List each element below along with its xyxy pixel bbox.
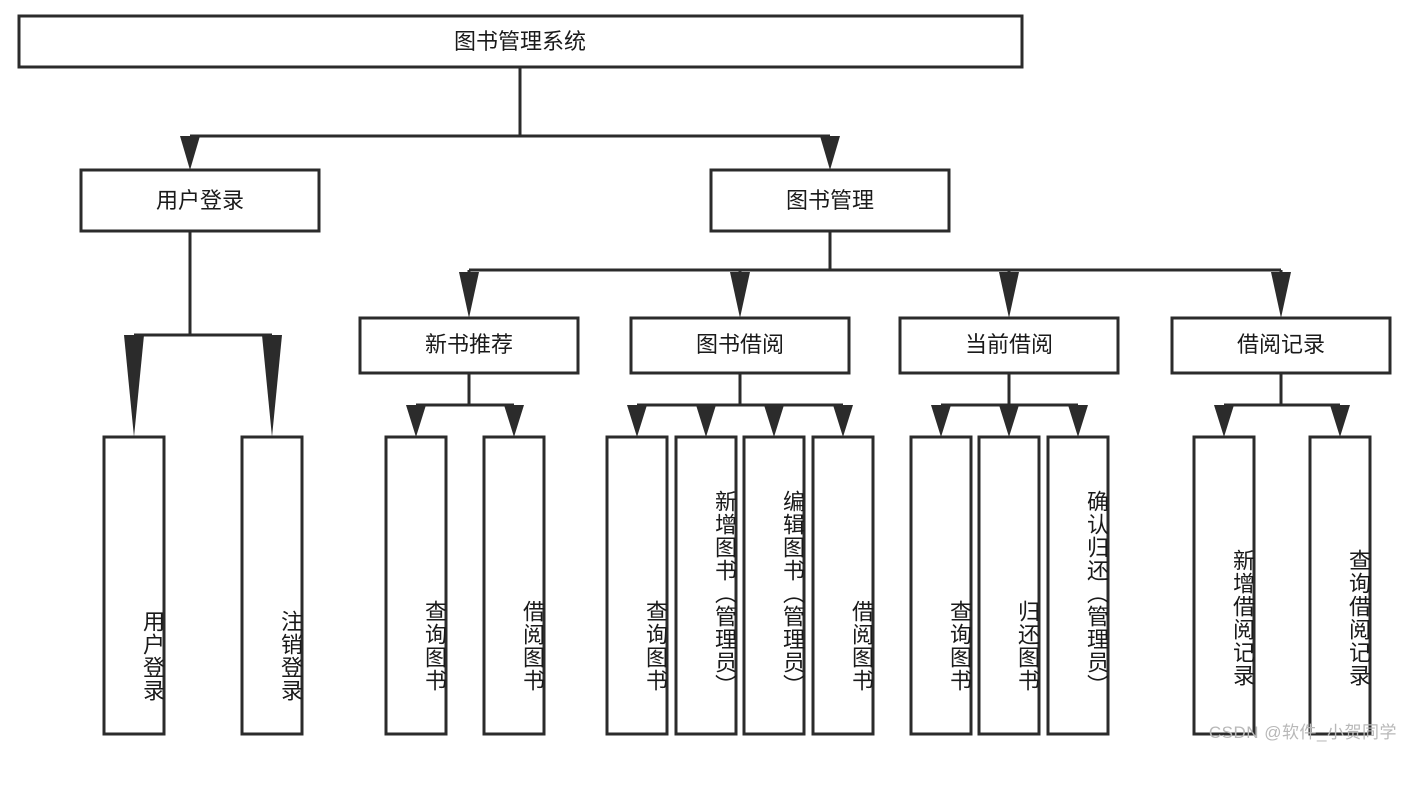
leaf-box-5[interactable]	[605, 435, 669, 736]
arrow-head-leaf-8	[833, 405, 853, 437]
node-root[interactable]: 图书管理系统	[17, 14, 1024, 69]
leaf-box-3[interactable]	[384, 435, 448, 736]
node-borrow-record-label: 借阅记录	[1237, 332, 1325, 357]
leaf-box-7[interactable]	[742, 435, 806, 736]
arrow-head-leaf-10	[999, 405, 1019, 437]
arrow-head-level3-3	[999, 272, 1019, 318]
node-new-book-recommend[interactable]: 新书推荐	[358, 316, 580, 375]
leaf-box-12[interactable]	[1192, 435, 1256, 736]
node-root-label: 图书管理系统	[454, 29, 586, 54]
connector-group-current	[931, 373, 1088, 437]
leaf-box-11[interactable]	[1046, 435, 1110, 736]
node-book-management[interactable]: 图书管理	[709, 168, 951, 233]
arrow-head-leaf-5	[627, 405, 647, 437]
tree-canvas: 图书管理系统 用户登录 图书管理 新书推荐 图书借阅 当前借阅 借阅记录	[17, 14, 1392, 736]
node-new-book-recommend-box[interactable]	[358, 316, 580, 375]
leaf-box-9[interactable]	[909, 435, 973, 736]
leaf-box-13[interactable]	[1308, 435, 1372, 736]
node-borrow-record-box[interactable]	[1170, 316, 1392, 375]
connector-group-newbook	[406, 373, 524, 437]
node-user-login[interactable]: 用户登录	[79, 168, 321, 233]
node-current-borrow[interactable]: 当前借阅	[898, 316, 1120, 375]
node-new-book-recommend-label: 新书推荐	[425, 332, 513, 357]
connector-group-root	[180, 67, 840, 170]
arrow-head-bookmgmt	[820, 136, 840, 170]
node-root-box[interactable]	[17, 14, 1024, 69]
node-book-borrow[interactable]: 图书借阅	[629, 316, 851, 375]
leaf-box-6[interactable]	[674, 435, 738, 736]
arrow-head-leaf-9	[931, 405, 951, 437]
leaf-box-10[interactable]	[977, 435, 1041, 736]
node-book-management-box[interactable]	[709, 168, 951, 233]
node-book-borrow-label: 图书借阅	[696, 332, 784, 357]
node-current-borrow-box[interactable]	[898, 316, 1120, 375]
leaf-box-1[interactable]	[102, 435, 166, 736]
connector-group-userlogin	[124, 231, 282, 437]
connector-group-borrow	[627, 373, 853, 437]
arrow-head-userlogin	[180, 136, 200, 170]
leaf-box-4[interactable]	[482, 435, 546, 736]
node-current-borrow-label: 当前借阅	[965, 332, 1053, 357]
arrow-head-leaf-13	[1330, 405, 1350, 437]
node-book-borrow-box[interactable]	[629, 316, 851, 375]
node-book-management-label: 图书管理	[786, 188, 874, 213]
arrow-head-leaf-7	[764, 405, 784, 437]
arrow-head-level3-4	[1271, 272, 1291, 318]
arrow-head-level3-2	[730, 272, 750, 318]
arrow-head-leaf-3	[406, 405, 426, 437]
arrow-head-leaf-12	[1214, 405, 1234, 437]
leaf-box-8[interactable]	[811, 435, 875, 736]
connector-group-bookmgmt	[459, 231, 1291, 318]
arrow-head-leaf-4	[504, 405, 524, 437]
node-user-login-label: 用户登录	[156, 188, 244, 213]
leaf-box-2[interactable]	[240, 435, 304, 736]
flowchart-diagram: 图书管理系统 用户登录 图书管理 新书推荐 图书借阅 当前借阅 借阅记录	[17, 14, 1397, 742]
node-borrow-record[interactable]: 借阅记录	[1170, 316, 1392, 375]
connector-group-record	[1214, 373, 1350, 437]
node-user-login-box[interactable]	[79, 168, 321, 233]
arrow-head-level3-1	[459, 272, 479, 318]
arrow-head-leaf-6	[696, 405, 716, 437]
arrow-head-leaf-11	[1068, 405, 1088, 437]
csdn-watermark: CSDN @软件_小贺同学	[1208, 723, 1397, 742]
